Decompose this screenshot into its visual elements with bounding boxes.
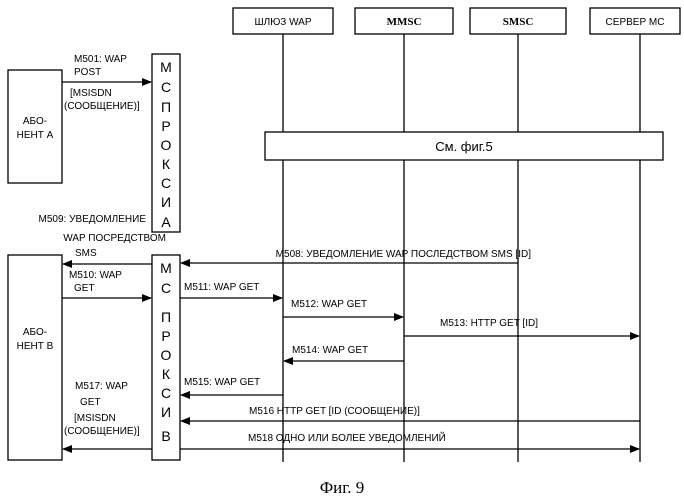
m517-line3: [MSISDN (74, 413, 116, 424)
m518-label: M518 ОДНО ИЛИ БОЛЕЕ УВЕДОМЛЕНИЙ (248, 431, 446, 444)
m501-line1: M501: WAP (74, 54, 127, 65)
subscriber-a-label-2: НЕНТ А (17, 130, 54, 141)
m511-label: M511: WAP GET (184, 282, 259, 293)
m512-label: M512: WAP GET (291, 299, 367, 310)
proxy-b-label: МСПРОКСИВ (160, 260, 172, 444)
m501-line4: (СООБЩЕНИЕ)] (64, 101, 140, 112)
header-gateway: ШЛЮЗ WAP (254, 17, 311, 28)
proxyA-letter: К (162, 156, 171, 172)
proxyA-letter: Р (161, 118, 170, 134)
m509-line1: M509: УВЕДОМЛЕНИЕ (39, 214, 147, 225)
m517-line1: M517: WAP (75, 381, 128, 392)
m510-line2: GET (74, 283, 95, 294)
m510-line1: M510: WAP (69, 270, 122, 281)
proxyB-letter: Р (161, 328, 170, 344)
proxyA-letter: П (161, 99, 171, 115)
m517-line2: GET (80, 397, 101, 408)
subscriber-b-label-2: НЕНТ В (17, 341, 54, 352)
subscriber-b-box (8, 255, 62, 460)
header-server: СЕРВЕР МС (606, 17, 665, 28)
proxyA-letter: О (161, 137, 172, 153)
m516-label: M516 HTTP GET [ID (СООБЩЕНИЕ)] (249, 406, 420, 417)
m501-line2: POST (74, 67, 101, 78)
proxyB-letter: О (161, 347, 172, 363)
m509-line3: SMS (75, 248, 97, 259)
proxyA-letter: А (161, 214, 171, 230)
proxyB-letter: В (161, 428, 170, 444)
header-smsc: SMSC (503, 16, 534, 28)
subscriber-b-label-1: АБО- (23, 327, 47, 338)
subscriber-a-label-1: АБО- (23, 116, 47, 127)
proxyB-letter: П (161, 309, 171, 325)
proxyB-letter: С (161, 280, 171, 296)
proxyA-letter: С (161, 79, 171, 95)
proxyB-letter: С (161, 385, 171, 401)
proxy-a-label: МСПРОКСИА (160, 59, 172, 230)
proxyA-letter: С (161, 175, 171, 191)
message-labels: M501: WAP POST [MSISDN (СООБЩЕНИЕ)] M509… (39, 54, 539, 444)
header-mmsc: MMSC (387, 16, 422, 28)
m515-label: M515: WAP GET (184, 377, 260, 388)
proxyA-letter: И (161, 194, 171, 210)
proxyA-letter: М (160, 59, 172, 75)
m501-line3: [MSISDN (70, 88, 112, 99)
proxyB-letter: К (162, 366, 171, 382)
m513-label: M513: HTTP GET [ID] (440, 318, 538, 329)
m508-label: M508: УВЕДОМЛЕНИЕ WAP ПОСЛЕДСТВОМ SMS [I… (276, 249, 532, 260)
figure-caption: Фиг. 9 (320, 478, 365, 497)
ref-box-label: См. фиг.5 (435, 139, 493, 154)
m514-label: M514: WAP GET (292, 345, 368, 356)
m509-line2: WAP ПОСРЕДСТВОМ (63, 233, 166, 244)
proxyB-letter: М (160, 260, 172, 276)
proxyB-letter: И (161, 404, 171, 420)
m517-line4: (СООБЩЕНИЕ)] (64, 426, 140, 437)
